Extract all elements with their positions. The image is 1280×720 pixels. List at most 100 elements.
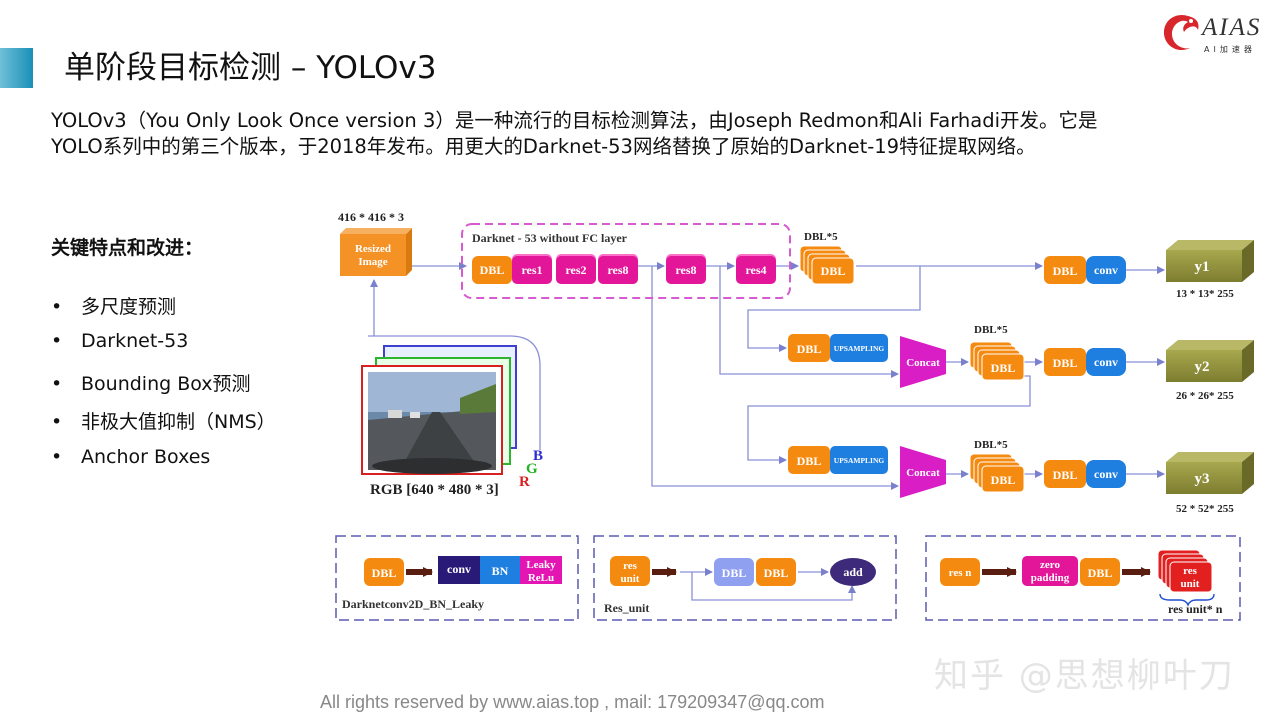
feature-label: Anchor Boxes bbox=[81, 446, 211, 468]
feature-item: • Anchor Boxes bbox=[51, 446, 210, 468]
svg-text:DBL: DBL bbox=[1053, 356, 1078, 370]
head-3: DBL conv bbox=[1044, 460, 1126, 488]
channel-r-label: R bbox=[519, 474, 530, 490]
svg-text:DBL: DBL bbox=[1053, 468, 1078, 482]
bullet-icon: • bbox=[51, 330, 63, 352]
feature-item: • Bounding Box预测 bbox=[51, 369, 251, 396]
dragon-logo-icon bbox=[1163, 14, 1199, 51]
backbone-block-res2: res2 bbox=[556, 254, 596, 284]
svg-text:UPSAMPLING: UPSAMPLING bbox=[834, 344, 885, 353]
svg-text:Res_unit: Res_unit bbox=[604, 601, 649, 615]
bullet-icon: • bbox=[51, 446, 63, 468]
head-1: DBL conv bbox=[1044, 256, 1126, 284]
feature-item: • Darknet-53 bbox=[51, 330, 188, 352]
svg-text:unit: unit bbox=[621, 573, 640, 585]
svg-text:conv: conv bbox=[1094, 467, 1118, 481]
upsample-branch-1: DBL UPSAMPLING Concat bbox=[788, 334, 946, 388]
output-y1: y1 13 * 13* 255 bbox=[1166, 240, 1254, 300]
connector-lines bbox=[370, 262, 1165, 490]
svg-text:res8: res8 bbox=[675, 263, 696, 277]
svg-text:res: res bbox=[623, 560, 638, 572]
image-label: Image bbox=[358, 256, 387, 268]
resized-image-block: Resized Image bbox=[340, 228, 412, 276]
intro-line-2: YOLO系列中的第三个版本，于2018年发布。用更大的Darknet-53网络替… bbox=[51, 135, 1036, 158]
svg-text:y3: y3 bbox=[1195, 471, 1210, 487]
footer-copyright: All rights reserved by www.aias.top , ma… bbox=[320, 692, 825, 712]
features-heading: 关键特点和改进： bbox=[51, 237, 204, 259]
svg-text:DBL: DBL bbox=[722, 566, 747, 580]
dbl5-stack-1: DBL*5 DBL bbox=[799, 231, 855, 285]
svg-text:DBL: DBL bbox=[991, 361, 1016, 375]
backbone-title: Darknet - 53 without FC layer bbox=[472, 231, 628, 245]
output-y3: y3 52 * 52* 255 bbox=[1166, 452, 1254, 515]
svg-text:DBL: DBL bbox=[764, 566, 789, 580]
svg-text:unit: unit bbox=[1181, 578, 1200, 590]
bullet-icon: • bbox=[51, 411, 63, 433]
backbone-block-res8-second: res8 bbox=[666, 254, 706, 284]
backbone-block-res4: res4 bbox=[736, 254, 776, 284]
svg-text:DBL: DBL bbox=[821, 264, 846, 278]
input-size-label: 416 * 416 * 3 bbox=[338, 210, 404, 224]
svg-text:res8: res8 bbox=[607, 263, 628, 277]
svg-text:res unit* n: res unit* n bbox=[1168, 602, 1223, 616]
svg-text:conv: conv bbox=[1094, 263, 1118, 277]
svg-text:conv: conv bbox=[1094, 355, 1118, 369]
rgb-size-label: RGB [640 * 480 * 3] bbox=[370, 482, 499, 498]
svg-text:conv: conv bbox=[447, 562, 471, 576]
backbone-block-dbl: DBL bbox=[472, 256, 512, 284]
svg-text:res: res bbox=[1183, 565, 1198, 577]
legend-res-n: res n zero padding DBL res unit res unit… bbox=[925, 535, 1241, 621]
svg-text:ReLu: ReLu bbox=[528, 572, 554, 584]
output-y2: y2 26 * 26* 255 bbox=[1166, 340, 1254, 402]
intro-line-1: YOLOv3（You Only Look Once version 3）是一种流… bbox=[51, 109, 1098, 132]
backbone-box bbox=[461, 223, 791, 299]
watermark: 知乎 @思想柳叶刀 bbox=[934, 656, 1235, 696]
channel-b-label: B bbox=[533, 448, 543, 464]
svg-text:zero: zero bbox=[1040, 559, 1060, 571]
svg-text:res n: res n bbox=[949, 567, 972, 579]
svg-text:Leaky: Leaky bbox=[526, 559, 556, 571]
svg-text:res2: res2 bbox=[565, 263, 586, 277]
logo-subtitle: AI加速器 bbox=[1204, 45, 1256, 54]
feature-label: Bounding Box预测 bbox=[81, 373, 251, 395]
upsample-branch-2: DBL UPSAMPLING Concat bbox=[788, 446, 946, 498]
svg-text:UPSAMPLING: UPSAMPLING bbox=[834, 456, 885, 465]
legend-dbl: DBL conv BN Leaky ReLu Darknetconv2D_BN_… bbox=[335, 535, 579, 621]
svg-text:DBL: DBL bbox=[797, 342, 822, 356]
backbone-block-res8: res8 bbox=[598, 254, 638, 284]
svg-text:52 * 52* 255: 52 * 52* 255 bbox=[1176, 503, 1234, 515]
feature-item: • 非极大值抑制（NMS） bbox=[51, 407, 276, 434]
svg-text:y1: y1 bbox=[1195, 259, 1210, 275]
svg-text:BN: BN bbox=[492, 564, 509, 578]
dbl5-stack-2: DBL*5 DBL bbox=[969, 324, 1025, 381]
logo-text: AIAS bbox=[1202, 14, 1262, 41]
svg-text:Concat: Concat bbox=[906, 357, 940, 369]
rgb-input-image: B G R RGB [640 * 480 * 3] bbox=[361, 335, 543, 498]
svg-text:Concat: Concat bbox=[906, 467, 940, 479]
svg-text:res1: res1 bbox=[521, 263, 542, 277]
svg-text:res4: res4 bbox=[745, 263, 766, 277]
aias-logo: AIAS AI加速器 bbox=[1158, 8, 1273, 58]
feature-item: • 多尺度预测 bbox=[51, 292, 176, 319]
svg-text:13 * 13* 255: 13 * 13* 255 bbox=[1176, 288, 1234, 300]
svg-text:DBL: DBL bbox=[797, 454, 822, 468]
feature-label: 非极大值抑制（NMS） bbox=[81, 411, 276, 433]
dbl5-stack-3: DBL*5 DBL bbox=[969, 439, 1025, 493]
svg-text:DBL: DBL bbox=[991, 473, 1016, 487]
svg-text:DBL*5: DBL*5 bbox=[804, 231, 838, 243]
feature-label: 多尺度预测 bbox=[81, 296, 177, 318]
resized-label: Resized bbox=[355, 243, 391, 255]
feature-label: Darknet-53 bbox=[81, 330, 189, 352]
svg-text:DBL: DBL bbox=[1053, 264, 1078, 278]
page-title: 单阶段目标检测 – YOLOv3 bbox=[64, 50, 437, 86]
svg-text:DBL: DBL bbox=[1088, 566, 1113, 580]
channel-g-label: G bbox=[526, 461, 538, 477]
bullet-icon: • bbox=[51, 373, 63, 395]
svg-text:y2: y2 bbox=[1195, 359, 1210, 375]
backbone-block-res1: res1 bbox=[512, 254, 552, 284]
intro-paragraph: YOLOv3（You Only Look Once version 3）是一种流… bbox=[51, 108, 1201, 160]
bullet-icon: • bbox=[51, 296, 63, 318]
svg-text:DBL: DBL bbox=[480, 263, 505, 277]
svg-text:26 * 26* 255: 26 * 26* 255 bbox=[1176, 390, 1234, 402]
